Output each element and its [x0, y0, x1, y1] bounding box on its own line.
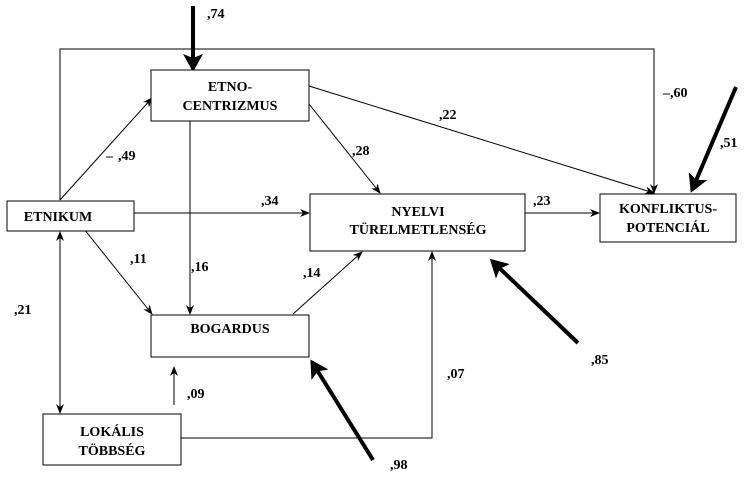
node-konfliktus-line1: KONFLIKTUS-: [619, 202, 717, 217]
label-etnikum-lokalis: ,21: [14, 303, 32, 318]
residual-label-etnocentrizmus: ,74: [207, 7, 225, 22]
edge-bogardus-nyelvi: [292, 251, 363, 315]
node-nyelvi-line2: TÜRELMETLENSÉG: [350, 221, 487, 238]
node-etnocentrizmus: ETNO- CENTRIZMUS: [150, 69, 310, 122]
label-lokalis-bogardus: ,09: [187, 387, 205, 402]
residual-labels: ,74 ,51 ,85 ,98: [207, 7, 738, 473]
edge-etnikum-konfliktus: [59, 48, 658, 200]
residual-arrow-konfliktus: [688, 86, 738, 193]
residual-label-nyelvi: ,85: [591, 353, 609, 368]
residual-label-bogardus: ,98: [390, 458, 408, 473]
label-etnikum-etnocentrizmus: ,49: [118, 149, 136, 164]
node-konfliktus-line2: POTENCIÁL: [626, 219, 709, 236]
node-etnocentrizmus-line2: CENTRIZMUS: [183, 99, 278, 114]
label-etnocentrizmus-konfliktus: ,22: [439, 108, 457, 123]
node-etnocentrizmus-line1: ETNO-: [208, 80, 253, 95]
label-nyelvi-konfliktus: ,23: [533, 194, 551, 209]
node-lokalis-line2: TÖBBSÉG: [79, 442, 146, 459]
edge-lokalis-nyelvi: [181, 251, 436, 439]
label-etnikum-bogardus: ,11: [130, 252, 147, 267]
residual-arrow-bogardus: [310, 359, 375, 462]
edge-etnikum-etnocentrizmus: [59, 97, 153, 201]
label-etnikum-nyelvi: ,34: [261, 194, 279, 209]
label-bogardus-nyelvi: ,14: [303, 266, 321, 281]
node-etnikum-label: ETNIKUM: [24, 210, 92, 225]
node-nyelvi: NYELVI TÜRELMETLENSÉG: [309, 193, 526, 252]
label-etnikum-etnocentrizmus-sign: –: [105, 149, 114, 164]
node-etnikum: ETNIKUM: [6, 200, 135, 232]
label-etnocentrizmus-bogardus: ,16: [191, 260, 209, 275]
edge-etnocentrizmus-nyelvi: [308, 103, 381, 194]
edge-etnocentrizmus-konfliktus: [308, 85, 655, 195]
residual-label-konfliktus: ,51: [720, 136, 738, 151]
residual-arrows: [183, 6, 738, 462]
label-lokalis-nyelvi: ,07: [447, 367, 465, 382]
node-lokalis-line1: LOKÁLIS: [80, 423, 144, 440]
node-bogardus: BOGARDUS: [150, 314, 310, 358]
node-lokalis: LOKÁLIS TÖBBSÉG: [42, 413, 182, 466]
edges: [56, 48, 658, 439]
edge-etnikum-bogardus: [83, 228, 153, 315]
node-bogardus-label: BOGARDUS: [190, 322, 270, 337]
path-labels: – ,49 ,34 ,11 –,60 ,21 ,28 ,22 ,16 ,14 ,…: [14, 86, 688, 402]
node-nyelvi-line1: NYELVI: [391, 205, 444, 220]
label-etnikum-konfliktus: –,60: [662, 86, 688, 101]
label-etnocentrizmus-nyelvi: ,28: [352, 144, 370, 159]
node-konfliktus: KONFLIKTUS- POTENCIÁL: [599, 193, 737, 243]
residual-arrow-nyelvi: [489, 258, 580, 345]
